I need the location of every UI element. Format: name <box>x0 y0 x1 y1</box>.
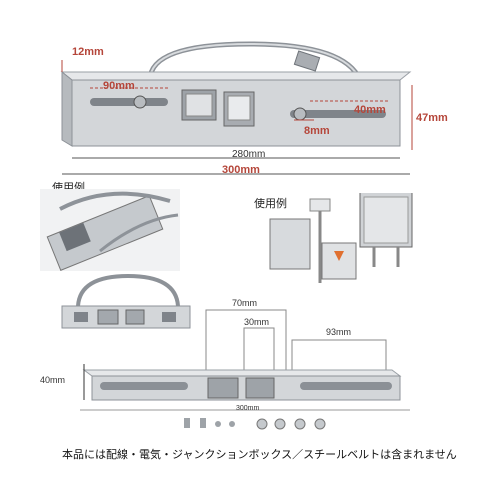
total-length-label: 300mm <box>222 164 260 176</box>
hole-label: 8mm <box>304 125 330 137</box>
thickness-label: 12mm <box>72 46 104 58</box>
usage-right-photo <box>269 193 413 283</box>
right-slot-label: 93mm <box>326 327 352 337</box>
center-slot-label: 70mm <box>232 298 258 308</box>
usage-left-photo <box>40 189 180 271</box>
slot-length-label: 90mm <box>103 80 135 92</box>
slot-width-label: 40mm <box>354 104 386 116</box>
bottom-height-label: 40mm <box>40 375 66 385</box>
inner-length-label: 280mm <box>232 149 266 160</box>
hardware-set <box>184 418 326 430</box>
height-label: 47mm <box>416 112 448 124</box>
bottom-length-label: 300mm <box>236 405 260 412</box>
bracket-bottom-drawing <box>61 273 410 430</box>
usage-left: 使用例 <box>0 175 250 271</box>
footer-note: 本品には配線・電気・ジャンクションボックス／スチールベルトは含まれません <box>62 449 457 461</box>
window-label: 30mm <box>244 317 270 327</box>
usage-right-caption: 使用例 <box>254 198 287 210</box>
bracket-top-drawing <box>60 41 413 175</box>
top-diagram: 12mm 90mm 40mm 8mm 47mm 280mm 300mm <box>0 0 500 176</box>
usage-right: 使用例 <box>250 175 500 290</box>
bottom-diagram: 70mm 30mm 93mm 40mm 300mm <box>0 270 500 445</box>
